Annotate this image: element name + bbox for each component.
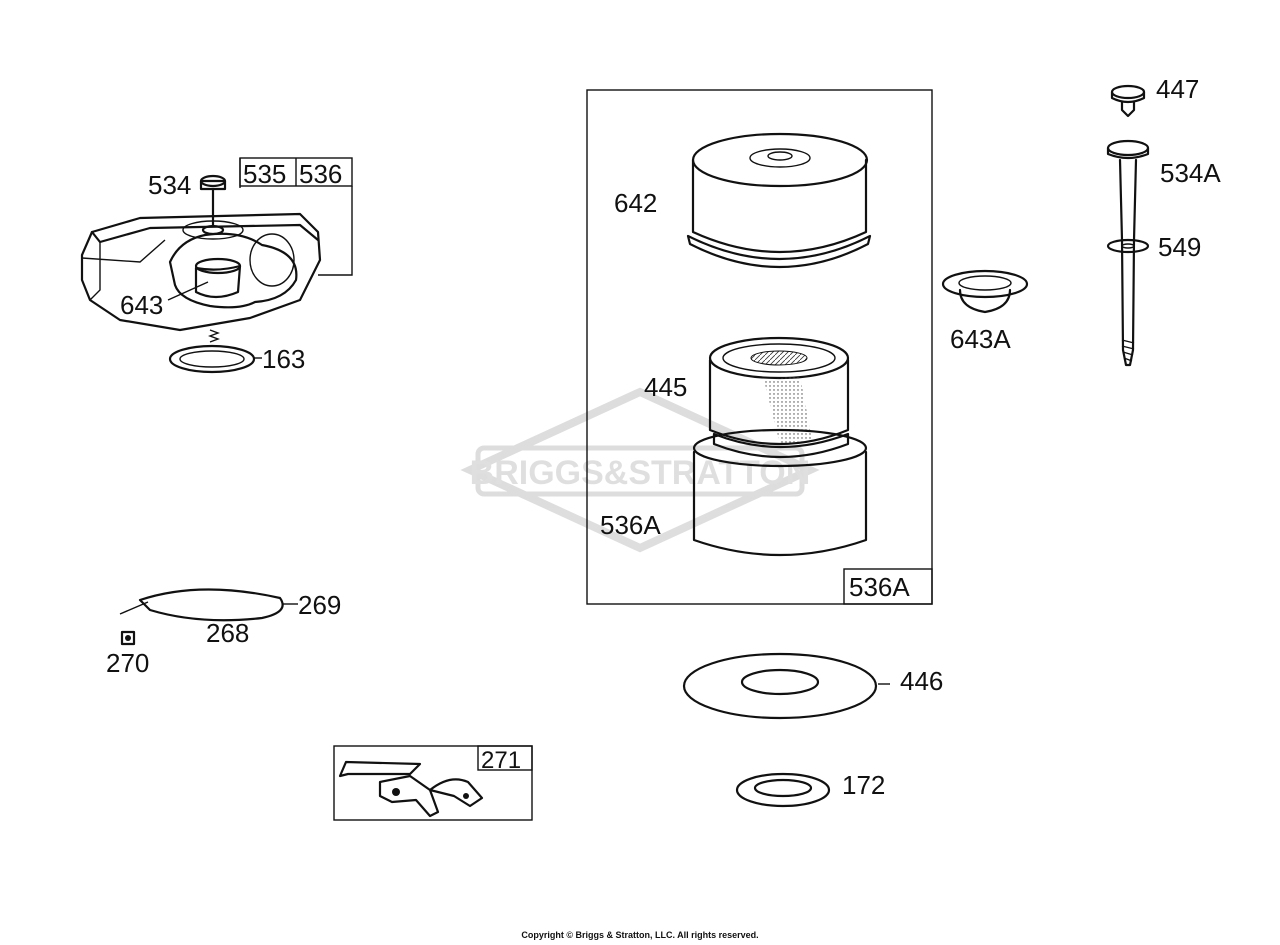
part-air-cleaner-box	[586, 89, 933, 605]
label-534A: 534A	[1160, 158, 1221, 188]
part-tank-assembly[interactable]	[80, 157, 353, 343]
part-labels: 534 535 536 643 163 642 445 536A 536A 64…	[106, 74, 1221, 800]
label-534: 534	[148, 170, 191, 200]
label-172: 172	[842, 770, 885, 800]
part-precleaner-536A[interactable]	[692, 428, 868, 557]
label-643: 643	[120, 290, 163, 320]
part-cable-268-269[interactable]	[119, 588, 298, 622]
part-stud-534A[interactable]	[1106, 139, 1150, 367]
label-536A-inner: 536A	[600, 510, 661, 540]
part-knob-447[interactable]	[1110, 84, 1146, 118]
part-washer-643A[interactable]	[941, 269, 1029, 314]
part-gasket-163[interactable]	[168, 344, 262, 374]
label-445: 445	[644, 372, 687, 402]
label-536: 536	[299, 159, 342, 189]
part-base-446[interactable]	[682, 652, 890, 720]
label-549: 549	[1158, 232, 1201, 262]
label-447: 447	[1156, 74, 1199, 104]
label-269: 269	[298, 590, 341, 620]
copyright-notice: Copyright © Briggs & Stratton, LLC. All …	[521, 930, 759, 940]
label-268: 268	[206, 618, 249, 648]
part-filter-445[interactable]	[708, 336, 850, 446]
part-bracket-271[interactable]	[333, 745, 533, 821]
watermark-text: BRIGGS&STRATTON	[470, 454, 811, 492]
watermark-logo: BRIGGS&STRATTON	[460, 387, 820, 553]
label-643A: 643A	[950, 324, 1011, 354]
label-446: 446	[900, 666, 943, 696]
label-270: 270	[106, 648, 149, 678]
part-cover-642[interactable]	[686, 132, 872, 269]
label-642: 642	[614, 188, 657, 218]
label-271: 271	[481, 747, 521, 774]
part-gasket-172[interactable]	[735, 772, 831, 808]
label-535: 535	[243, 159, 286, 189]
label-536A-box: 536A	[849, 572, 910, 602]
part-nut-270[interactable]	[120, 630, 136, 646]
part-washer-549[interactable]	[1106, 238, 1150, 254]
label-163: 163	[262, 344, 305, 374]
